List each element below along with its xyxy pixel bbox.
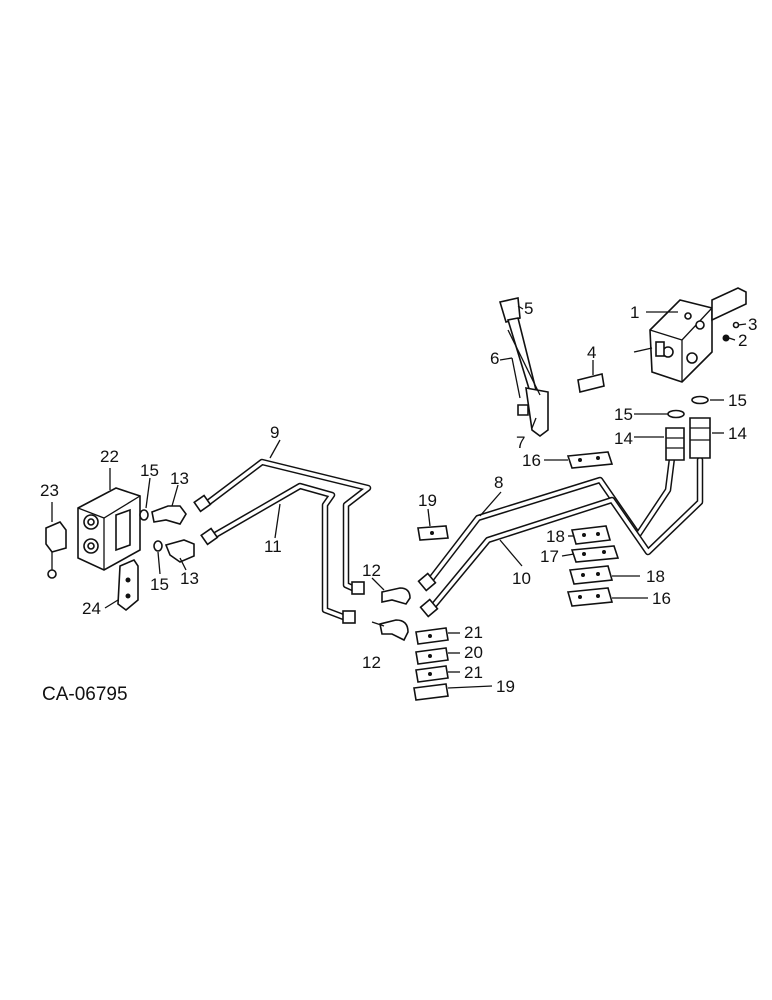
callout-8: 8 (494, 473, 503, 492)
callout-15: 15 (140, 461, 159, 480)
ball-2 (722, 334, 730, 342)
coupler-block (77, 487, 141, 571)
callout-21b: 21 (464, 663, 483, 682)
callout-22: 22 (100, 447, 119, 466)
clamp-plates (413, 451, 620, 701)
bracket-24 (117, 559, 139, 612)
callout-17: 17 (540, 547, 559, 566)
callout-13b: 13 (180, 569, 199, 588)
callout-2: 2 (738, 331, 747, 350)
spring-3 (732, 321, 740, 329)
callout-13: 13 (170, 469, 189, 488)
callout-15b: 15 (150, 575, 169, 594)
callout-19: 19 (418, 491, 437, 510)
control-lever (498, 297, 549, 437)
callout-19b: 19 (496, 677, 515, 696)
reference-code: CA-06795 (42, 684, 128, 705)
control-valve (633, 287, 747, 383)
callout-18b: 18 (646, 567, 665, 586)
callout-1: 1 (630, 303, 639, 322)
elbows-13 (151, 505, 195, 563)
callout-9: 9 (270, 423, 279, 442)
elbows-12 (379, 587, 411, 642)
pipe-nuts (193, 494, 439, 624)
callout-16: 16 (522, 451, 541, 470)
plate-4 (577, 373, 605, 393)
callout-15c: 15 (614, 405, 633, 424)
pipe-9 (201, 458, 372, 594)
callout-5: 5 (524, 299, 533, 318)
callout-12: 12 (362, 561, 381, 580)
callout-10: 10 (512, 569, 531, 588)
pipe-11 (206, 482, 350, 622)
callout-20: 20 (464, 643, 483, 662)
callout-3: 3 (748, 315, 757, 334)
callout-23: 23 (40, 481, 59, 500)
dust-cap-23 (45, 521, 67, 579)
fittings-right (665, 395, 711, 461)
callout-4: 4 (587, 343, 596, 362)
callout-14b: 14 (728, 424, 747, 443)
callout-21: 21 (464, 623, 483, 642)
callout-12b: 12 (362, 653, 381, 672)
pipe-10 (426, 456, 704, 614)
callout-18: 18 (546, 527, 565, 546)
callout-11: 11 (264, 537, 282, 556)
callout-6: 6 (490, 349, 499, 368)
leader-lines (51, 305, 747, 689)
callout-15d: 15 (728, 391, 747, 410)
callout-16b: 16 (652, 589, 671, 608)
callout-7: 7 (516, 433, 525, 452)
callout-24: 24 (82, 599, 101, 618)
o-rings-15-left (139, 509, 163, 552)
callout-14: 14 (614, 429, 633, 448)
